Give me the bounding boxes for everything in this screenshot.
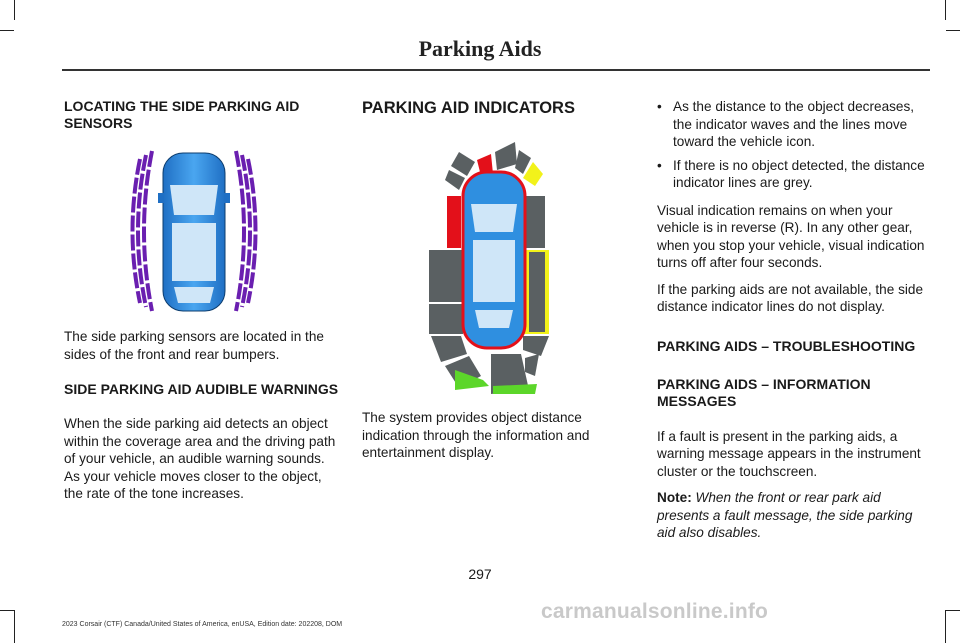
bullet-item: • As the distance to the object decrease… (657, 98, 932, 151)
heading-audible-warnings: SIDE PARKING AID AUDIBLE WARNINGS (64, 381, 339, 397)
watermark: carmanualsonline.info (541, 600, 769, 623)
audible-warnings-paragraph: When the side parking aid detects an obj… (64, 416, 336, 501)
bullet-glyph: • (657, 99, 662, 114)
heading-locating-sensors: LOCATING THE SIDE PARKING AID SENSORS (64, 98, 300, 131)
column-1-lower: The side parking sensors are located in … (64, 328, 339, 503)
bullet-item: • If there is no object detected, the di… (657, 157, 932, 192)
parking-aid-indicator-illustration (429, 142, 549, 394)
visual-indication-paragraph: Visual indication remains on when your v… (657, 202, 925, 271)
footer-edition: 2023 Corsair (CTF) Canada/United States … (62, 621, 343, 628)
side-sensors-illustration (130, 150, 258, 312)
crop-mark (946, 30, 960, 31)
indicators-paragraph: The system provides object distance indi… (362, 410, 590, 460)
column-2: PARKING AID INDICATORS (362, 98, 612, 118)
bullet-text: As the distance to the object decreases,… (673, 99, 915, 149)
column-2-lower: The system provides object distance indi… (362, 409, 612, 462)
heading-indicators: PARKING AID INDICATORS (362, 99, 575, 117)
crop-mark (0, 610, 14, 611)
crop-mark (0, 30, 14, 31)
page-number: 297 (468, 566, 492, 582)
not-available-paragraph: If the parking aids are not available, t… (657, 281, 924, 315)
bullet-text: If there is no object detected, the dist… (673, 157, 925, 191)
crop-mark (945, 0, 946, 20)
fault-paragraph: If a fault is present in the parking aid… (657, 428, 921, 479)
header-rule (62, 69, 930, 71)
page-title: Parking Aids (418, 36, 542, 61)
column-3: • As the distance to the object decrease… (657, 98, 932, 542)
side-sensors-paragraph: The side parking sensors are located in … (64, 329, 324, 362)
column-1: LOCATING THE SIDE PARKING AID SENSORS (64, 98, 336, 132)
crop-mark (14, 610, 15, 643)
crop-mark (945, 610, 946, 643)
crop-mark (14, 0, 15, 20)
note-label: Note: (657, 490, 692, 505)
note-text: When the front or rear park aid presents… (657, 490, 913, 540)
crop-mark (946, 610, 960, 611)
heading-information-messages: PARKING AIDS – INFORMATION MESSAGES (657, 375, 871, 409)
bullet-glyph: • (657, 157, 662, 173)
heading-troubleshooting: PARKING AIDS – TROUBLESHOOTING (657, 337, 916, 354)
note-paragraph: Note: When the front or rear park aid pr… (657, 489, 932, 542)
